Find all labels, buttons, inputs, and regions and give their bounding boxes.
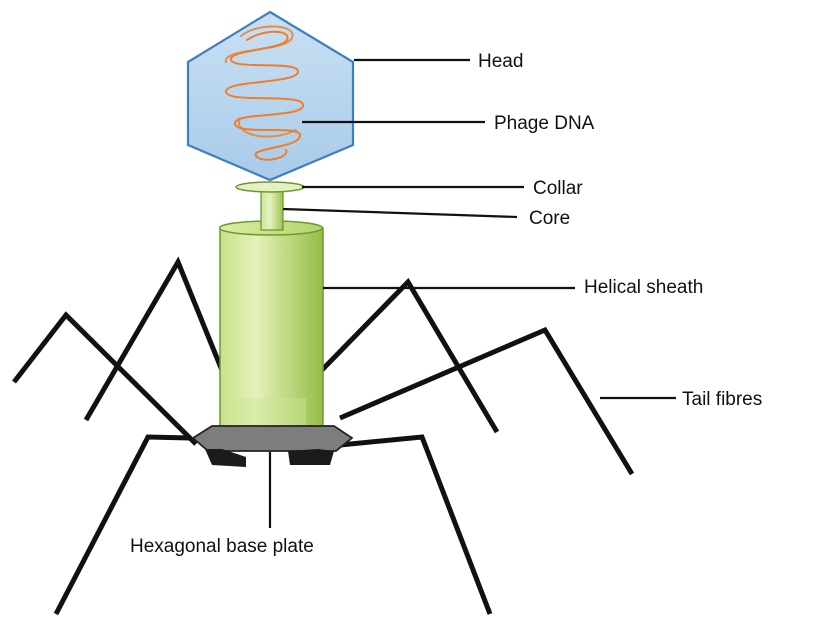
hexagonal-base-plate <box>193 426 352 467</box>
label-base-plate: Hexagonal base plate <box>130 536 314 557</box>
tail-fibre-right-lower <box>340 437 490 614</box>
helical-sheath <box>220 221 324 438</box>
label-helical-sheath: Helical sheath <box>584 277 703 298</box>
label-core: Core <box>529 208 570 229</box>
tail-fibre-left-middle <box>86 262 232 420</box>
label-collar: Collar <box>533 178 583 199</box>
tail-fibre-left-lower <box>56 437 190 614</box>
leader-core <box>283 209 517 217</box>
label-tail-fibres: Tail fibres <box>682 389 762 410</box>
collar <box>236 182 304 192</box>
core <box>261 190 283 230</box>
tail-fibre-right-middle <box>320 282 497 432</box>
tail-fibre-right-upper <box>340 330 632 474</box>
label-head: Head <box>478 51 523 72</box>
label-phage-dna: Phage DNA <box>494 113 595 134</box>
head <box>188 12 353 180</box>
tail-fibre-left-upper <box>14 315 196 444</box>
